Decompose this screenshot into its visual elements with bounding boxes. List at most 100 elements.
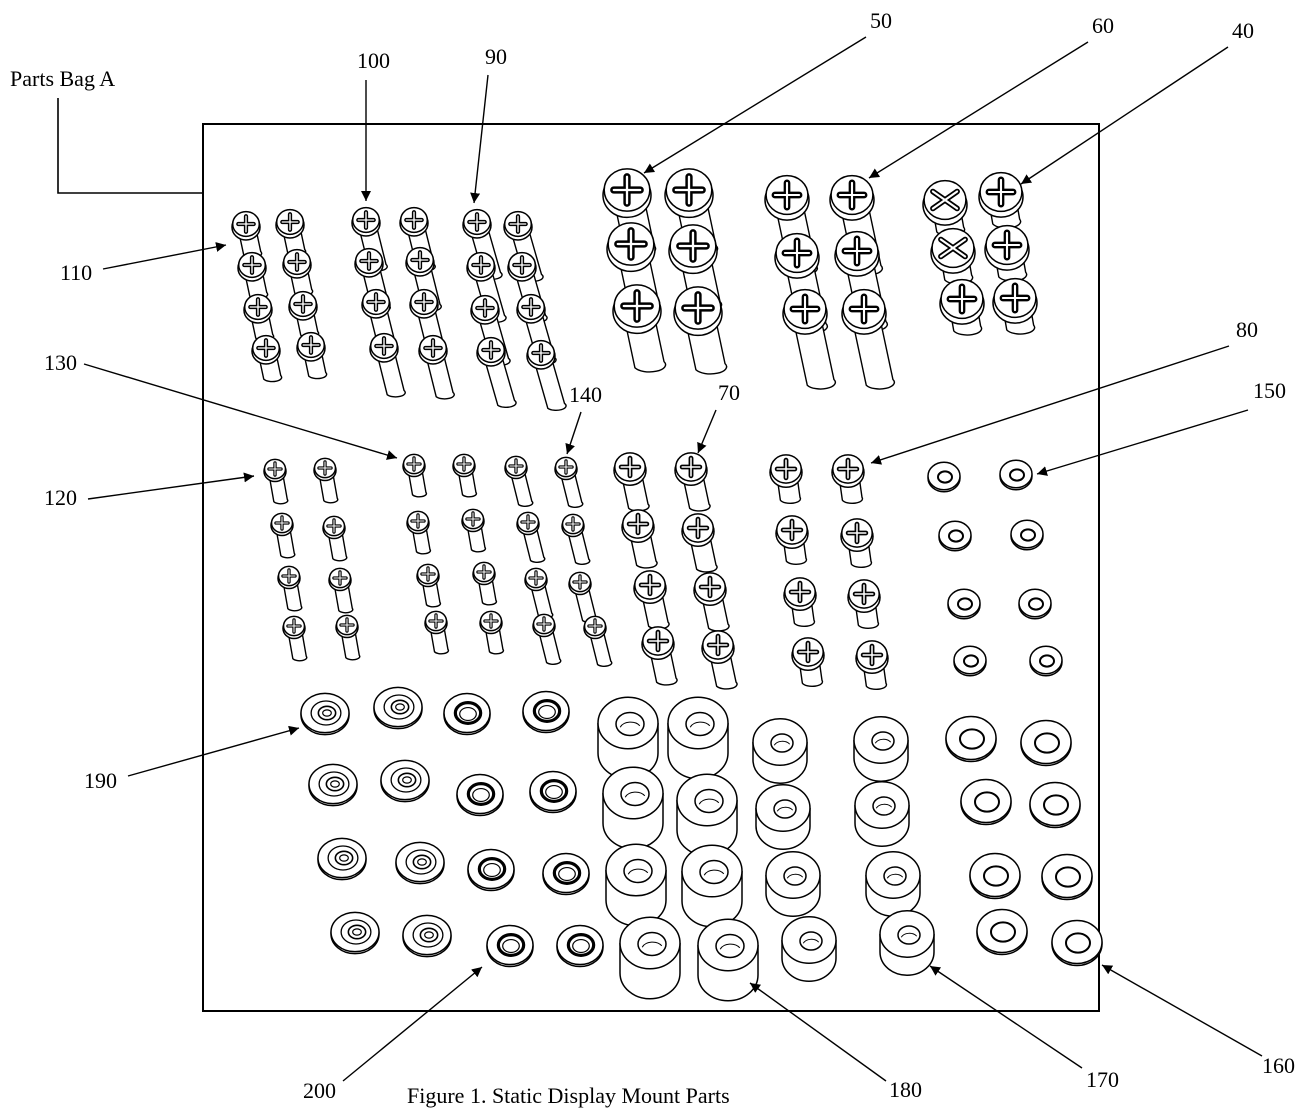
- screw-80-8: [855, 640, 889, 691]
- callout-150: 150: [1253, 378, 1286, 403]
- grommet-190-8: [402, 914, 452, 958]
- washer-160-6: [1041, 853, 1093, 901]
- leader-150: [1036, 409, 1249, 476]
- callout-110: 110: [60, 260, 92, 285]
- leader-50: [643, 36, 867, 174]
- screw-50-5: [612, 284, 667, 373]
- callout-120: 120: [44, 485, 77, 510]
- screw-140-2: [554, 456, 584, 508]
- grommet-190-5: [317, 837, 367, 881]
- washer-150-2: [999, 459, 1033, 491]
- callout-100: 100: [357, 48, 390, 73]
- callout-50: 50: [870, 8, 892, 33]
- screw-40-2: [978, 171, 1024, 229]
- washer-150-4: [1010, 519, 1044, 551]
- parts-bag-outline: [202, 123, 1100, 1012]
- eyelet-200-8: [556, 924, 604, 968]
- screw-80-3: [775, 515, 809, 566]
- washer-160-7: [976, 908, 1028, 956]
- screw-110-2: [275, 208, 307, 257]
- washer-160-4: [1029, 781, 1081, 829]
- spacer-180-7: [619, 916, 681, 1000]
- screw-70-4: [681, 513, 718, 573]
- washer-160-8: [1051, 919, 1103, 967]
- spacer-180-8: [697, 918, 759, 1002]
- screw-130-5: [416, 563, 442, 608]
- screw-120-7: [282, 615, 308, 662]
- leader-120: [87, 472, 255, 500]
- eyelet-200-3: [456, 773, 504, 817]
- screw-40-4: [984, 224, 1030, 282]
- screw-130-3: [406, 510, 432, 555]
- leader-70: [697, 409, 717, 454]
- screw-110-5: [243, 293, 275, 342]
- screw-130-2: [452, 453, 478, 498]
- screw-70-5: [633, 570, 670, 630]
- callout-40: 40: [1232, 18, 1254, 43]
- eyelet-200-1: [443, 692, 491, 736]
- screw-120-3: [270, 512, 296, 559]
- spacer-170-5: [765, 851, 821, 917]
- screw-120-1: [263, 458, 289, 505]
- screw-120-2: [313, 457, 339, 504]
- spacer-180-2: [667, 696, 729, 780]
- screw-120-4: [322, 515, 348, 562]
- figure-caption: Figure 1. Static Display Mount Parts: [407, 1083, 730, 1108]
- screw-130-6: [472, 561, 498, 606]
- callout-60: 60: [1092, 13, 1114, 38]
- screw-80-5: [783, 577, 817, 628]
- screw-100-2: [399, 206, 436, 272]
- eyelet-200-2: [522, 690, 570, 734]
- screw-140-4: [561, 513, 591, 565]
- screw-90-7: [476, 336, 517, 409]
- screw-100-7: [369, 332, 406, 398]
- callout-190: 190: [84, 768, 117, 793]
- screw-70-7: [641, 626, 678, 686]
- screw-40-6: [992, 277, 1038, 335]
- screw-140-3: [516, 511, 546, 563]
- screw-50-3: [606, 222, 661, 311]
- washer-150-3: [938, 520, 972, 552]
- screw-80-2: [831, 454, 865, 505]
- leader-180: [749, 982, 887, 1082]
- screw-70-6: [693, 572, 730, 632]
- leader-80: [870, 345, 1230, 465]
- callout-170: 170: [1086, 1067, 1119, 1092]
- grommet-190-7: [330, 911, 380, 955]
- grommet-190-3: [308, 763, 358, 807]
- eyelet-200-5: [467, 848, 515, 892]
- screw-70-1: [613, 452, 650, 512]
- washer-150-8: [1029, 645, 1063, 677]
- screw-80-1: [769, 454, 803, 505]
- spacer-170-3: [755, 784, 811, 850]
- callout-140: 140: [569, 382, 602, 407]
- screw-40-3: [930, 227, 976, 285]
- leader-200: [342, 966, 483, 1082]
- callout-90: 90: [485, 44, 507, 69]
- spacer-170-1: [752, 718, 808, 784]
- spacer-170-2: [853, 716, 909, 782]
- screw-50-6: [673, 286, 728, 375]
- screw-110-8: [296, 331, 328, 380]
- screw-110-1: [231, 210, 263, 259]
- screw-70-3: [621, 509, 658, 569]
- callout-leaders: [83, 36, 1263, 1082]
- screw-130-7: [424, 610, 450, 655]
- leader-130: [83, 363, 398, 460]
- screw-130-8: [479, 610, 505, 655]
- bag-label-leader: [57, 98, 203, 194]
- screw-80-4: [840, 518, 874, 569]
- leader-40: [1020, 46, 1229, 185]
- callout-200: 200: [303, 1078, 336, 1103]
- screw-110-7: [251, 334, 283, 383]
- eyelet-200-7: [486, 924, 534, 968]
- spacer-180-1: [597, 696, 659, 780]
- leader-140: [565, 411, 582, 455]
- screw-60-6: [841, 288, 896, 390]
- screw-40-1: [922, 179, 968, 237]
- grommet-190-1: [300, 692, 350, 736]
- screw-40-5: [939, 278, 985, 336]
- leader-160: [1101, 964, 1263, 1057]
- screw-110-3: [237, 251, 269, 300]
